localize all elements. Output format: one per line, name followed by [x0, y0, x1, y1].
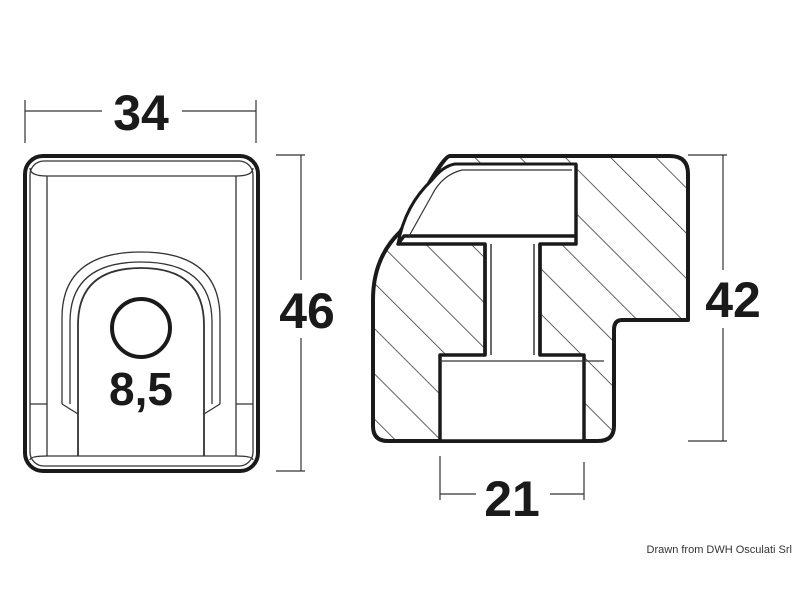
front-height-label: 46	[279, 283, 335, 339]
front-width-dimension	[24, 100, 257, 143]
front-width-label: 34	[113, 85, 169, 141]
slot-width-label: 21	[484, 471, 540, 527]
front-view: 34 46	[23, 85, 335, 473]
side-height-label: 42	[705, 272, 761, 328]
section-bevel-lines	[407, 169, 604, 362]
hole-diameter-label: 8,5	[109, 363, 173, 415]
slot-width-dimension	[439, 456, 585, 500]
mounting-hole	[110, 297, 172, 359]
front-height-dimension	[276, 154, 305, 472]
section-view: 42 21	[371, 154, 761, 527]
section-top-bevel	[396, 162, 578, 246]
drawing-credit: Drawn from DWH Osculati Srl	[646, 544, 792, 556]
front-slot-arch	[61, 251, 221, 456]
side-height-dimension	[688, 154, 727, 442]
